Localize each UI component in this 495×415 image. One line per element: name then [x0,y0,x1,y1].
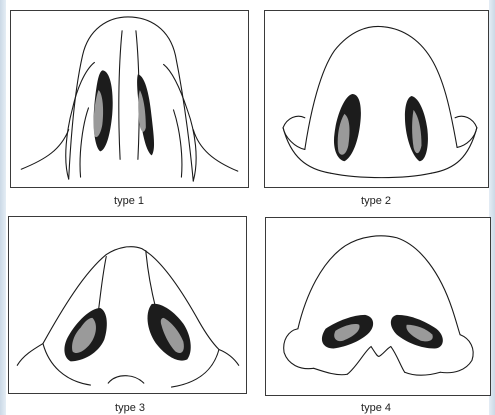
left-ala-line [283,116,305,149]
left-ala-line [284,329,314,369]
nose-illustration-type-2 [265,11,488,187]
right-ala-line [219,349,239,365]
nose-outline [43,247,219,350]
panel-type-1 [10,10,249,188]
base-right [193,130,237,172]
caption-type-3: type 3 [80,402,180,414]
right-ala-inner [174,110,182,177]
left-ala-inner [80,108,88,177]
left-ala-base [314,368,348,374]
caption-type-1: type 1 [79,195,179,207]
nose-illustration-type-1 [11,11,248,187]
nose-illustration-type-3 [9,217,246,393]
dorsum-right [146,251,156,308]
panel-type-3 [8,216,247,394]
dorsum-left [98,257,106,312]
columella-notch [347,347,404,375]
panel-type-2 [264,10,489,188]
caption-type-2: type 2 [326,195,426,207]
nose-outline [298,236,460,335]
panel-type-4 [265,217,491,396]
right-ala-base [431,128,476,173]
columella-base [108,376,144,383]
right-ala-line [455,116,477,147]
nose-outline [69,17,194,181]
right-ala-line [440,335,473,373]
base-left [21,130,68,170]
base-line [331,173,432,177]
columella-left [119,31,122,160]
right-ala-base [405,372,441,375]
nose-outline [305,26,457,149]
left-ala-line [17,344,43,366]
nose-illustration-type-4 [266,218,490,395]
caption-type-4: type 4 [326,402,426,414]
left-margin-strip [0,0,6,415]
